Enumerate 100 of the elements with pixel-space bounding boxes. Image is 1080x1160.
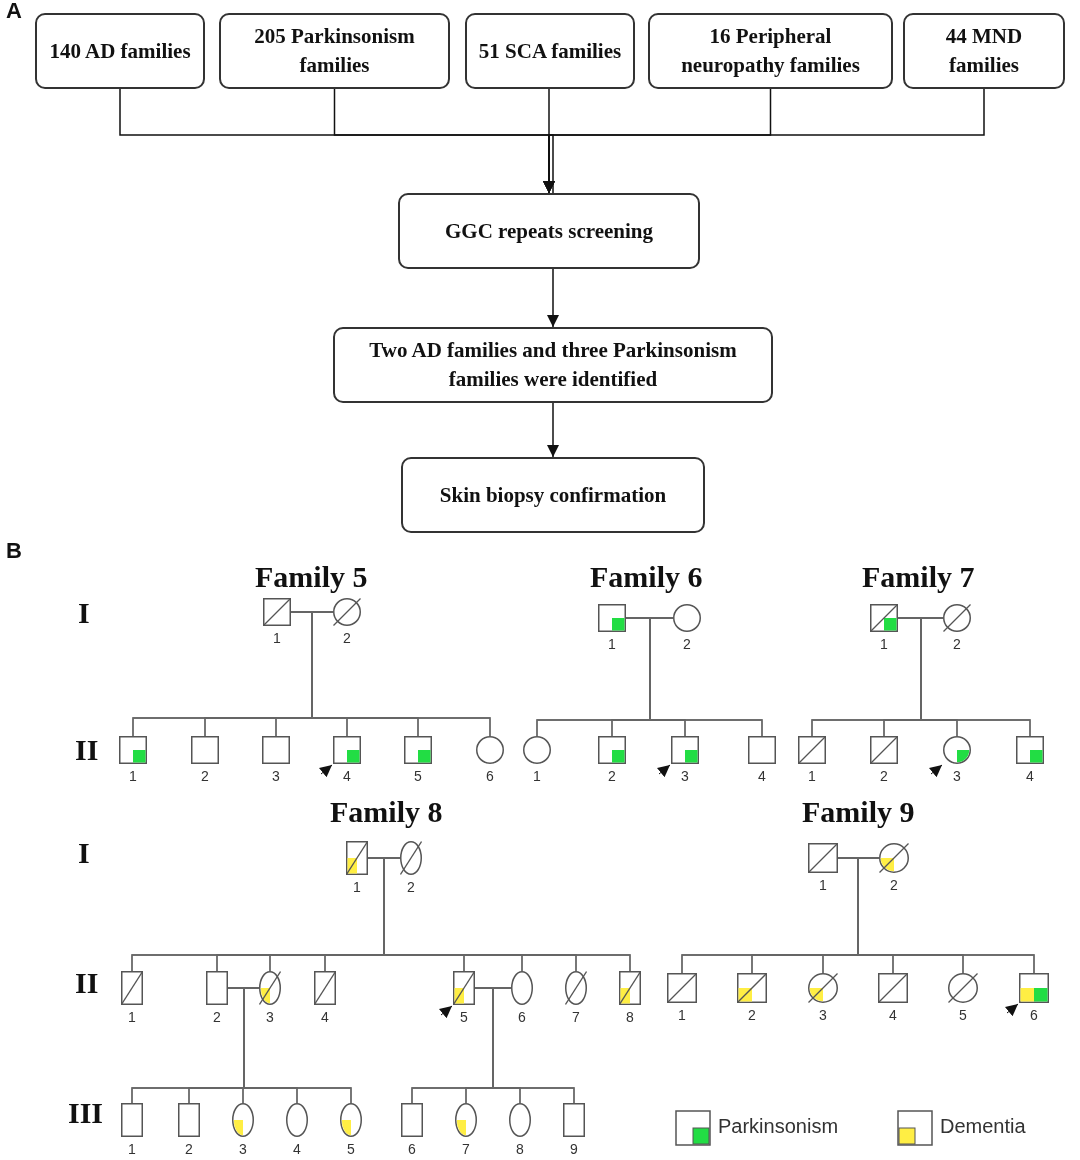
individual-number: 2 <box>200 768 210 784</box>
individual-number: 2 <box>879 768 889 784</box>
square-symbol <box>121 971 143 1005</box>
process-box <box>219 13 450 89</box>
individual-number: 1 <box>677 1007 687 1023</box>
circle-symbol <box>673 604 701 632</box>
generation-numeral: II <box>75 966 99 1000</box>
circle-symbol <box>943 736 971 764</box>
square-symbol <box>314 971 336 1005</box>
square-symbol <box>333 736 361 764</box>
individual-number: 2 <box>212 1009 222 1025</box>
individual-number: 4 <box>320 1009 330 1025</box>
legend-text: Parkinsonism <box>718 1115 839 1138</box>
individual-number: 1 <box>807 768 817 784</box>
circle-symbol <box>565 971 587 1005</box>
square-symbol <box>598 736 626 764</box>
family-heading: Family 5 <box>255 560 368 594</box>
individual-number: 2 <box>342 630 352 646</box>
square-symbol <box>870 604 898 632</box>
individual-number: 8 <box>515 1141 525 1157</box>
square-symbol <box>262 736 290 764</box>
individual-number: 2 <box>607 768 617 784</box>
individual-number: 7 <box>571 1009 581 1025</box>
individual-number: 6 <box>1029 1007 1039 1023</box>
descent-line <box>920 617 1031 737</box>
individual-number: 4 <box>757 768 767 784</box>
step-text: 205 Parkinsonism families <box>253 23 416 79</box>
square-symbol <box>798 736 826 764</box>
square-symbol <box>808 843 838 873</box>
family-heading: Family 7 <box>862 560 975 594</box>
generation-numeral: I <box>78 596 90 630</box>
square-symbol <box>667 973 697 1003</box>
individual-number: 1 <box>879 636 889 652</box>
circle-symbol <box>476 736 504 764</box>
generation-numeral: II <box>75 733 99 767</box>
square-symbol <box>563 1103 585 1137</box>
panel-letter: A <box>6 0 22 24</box>
square-symbol <box>263 598 291 626</box>
square-symbol <box>453 971 475 1005</box>
individual-number: 2 <box>184 1141 194 1157</box>
individual-number: 1 <box>127 1141 137 1157</box>
individual-number: 3 <box>818 1007 828 1023</box>
square-symbol <box>178 1103 200 1137</box>
square-symbol <box>1016 736 1044 764</box>
flow-arrow <box>547 402 559 458</box>
square-symbol <box>619 971 641 1005</box>
proband-arrow <box>438 1005 453 1019</box>
individual-number: 6 <box>485 768 495 784</box>
proband-arrow <box>656 764 671 778</box>
circle-symbol <box>232 1103 254 1137</box>
individual-number: 1 <box>272 630 282 646</box>
square-symbol <box>404 736 432 764</box>
individual-number: 6 <box>407 1141 417 1157</box>
square-symbol <box>191 736 219 764</box>
step-text: Two AD families and three Parkinsonism families were identified <box>368 337 738 393</box>
circle-symbol <box>509 1103 531 1137</box>
square-symbol <box>598 604 626 632</box>
circle-symbol <box>943 604 971 632</box>
individual-number: 2 <box>406 879 416 895</box>
circle-symbol <box>511 971 533 1005</box>
individual-number: 2 <box>889 877 899 893</box>
square-symbol <box>671 736 699 764</box>
circle-symbol <box>879 843 909 873</box>
individual-number: 3 <box>952 768 962 784</box>
square-symbol <box>206 971 228 1005</box>
generation-numeral: I <box>78 836 90 870</box>
individual-number: 4 <box>342 768 352 784</box>
individual-number: 1 <box>818 877 828 893</box>
step-text: 44 MND families <box>944 23 1024 79</box>
individual-number: 4 <box>888 1007 898 1023</box>
individual-number: 2 <box>747 1007 757 1023</box>
step-text: 51 SCA families <box>478 37 622 65</box>
individual-number: 1 <box>607 636 617 652</box>
individual-number: 5 <box>958 1007 968 1023</box>
circle-symbol <box>948 973 978 1003</box>
circle-symbol <box>340 1103 362 1137</box>
circle-symbol <box>259 971 281 1005</box>
individual-number: 1 <box>128 768 138 784</box>
proband-arrow <box>928 764 943 778</box>
circle-symbol <box>523 736 551 764</box>
descent-line <box>649 617 763 737</box>
individual-number: 3 <box>680 768 690 784</box>
step-text: 140 AD families <box>49 37 191 65</box>
individual-number: 5 <box>413 768 423 784</box>
circle-symbol <box>808 973 838 1003</box>
step-text: Skin biopsy confirmation <box>439 481 667 509</box>
individual-number: 4 <box>1025 768 1035 784</box>
individual-number: 1 <box>532 768 542 784</box>
square-symbol <box>119 736 147 764</box>
square-symbol <box>737 973 767 1003</box>
individual-number: 1 <box>127 1009 137 1025</box>
individual-number: 3 <box>238 1141 248 1157</box>
process-box <box>648 13 893 89</box>
proband-arrow <box>318 764 333 778</box>
circle-symbol <box>455 1103 477 1137</box>
square-symbol <box>870 736 898 764</box>
process-box <box>401 457 705 533</box>
individual-number: 3 <box>271 768 281 784</box>
square-symbol <box>401 1103 423 1137</box>
process-box <box>398 193 700 269</box>
